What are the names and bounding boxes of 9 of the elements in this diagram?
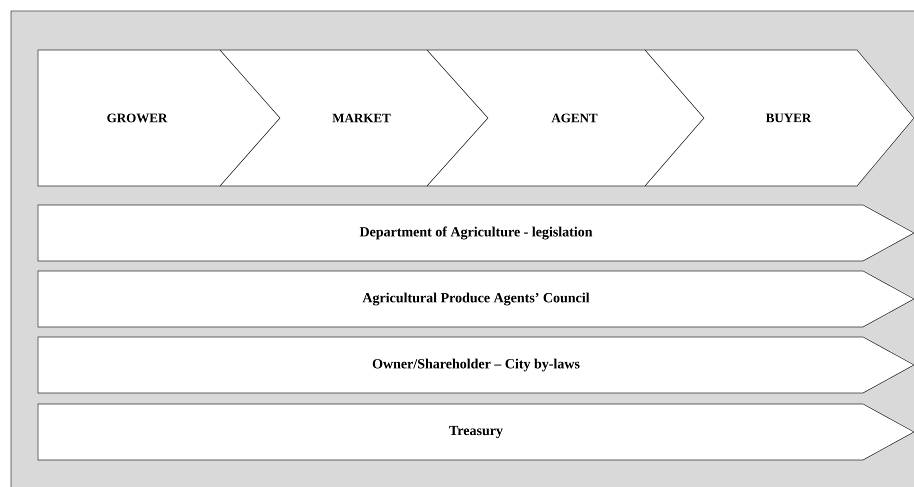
process-step: GROWER (38, 50, 280, 186)
process-step: MARKET (219, 50, 488, 186)
pointed-banner: Department of Agriculture - legislation (38, 204, 914, 262)
pointed-banner: Treasury (38, 404, 914, 460)
process-step: AGENT (426, 50, 704, 186)
node-label: BUYER (766, 114, 812, 122)
process-step: BUYER (644, 50, 914, 186)
pointed-banner: Owner/Shareholder – City by-laws (38, 336, 914, 394)
pointed-banner: Agricultural Produce Agents’ Council (38, 270, 914, 328)
